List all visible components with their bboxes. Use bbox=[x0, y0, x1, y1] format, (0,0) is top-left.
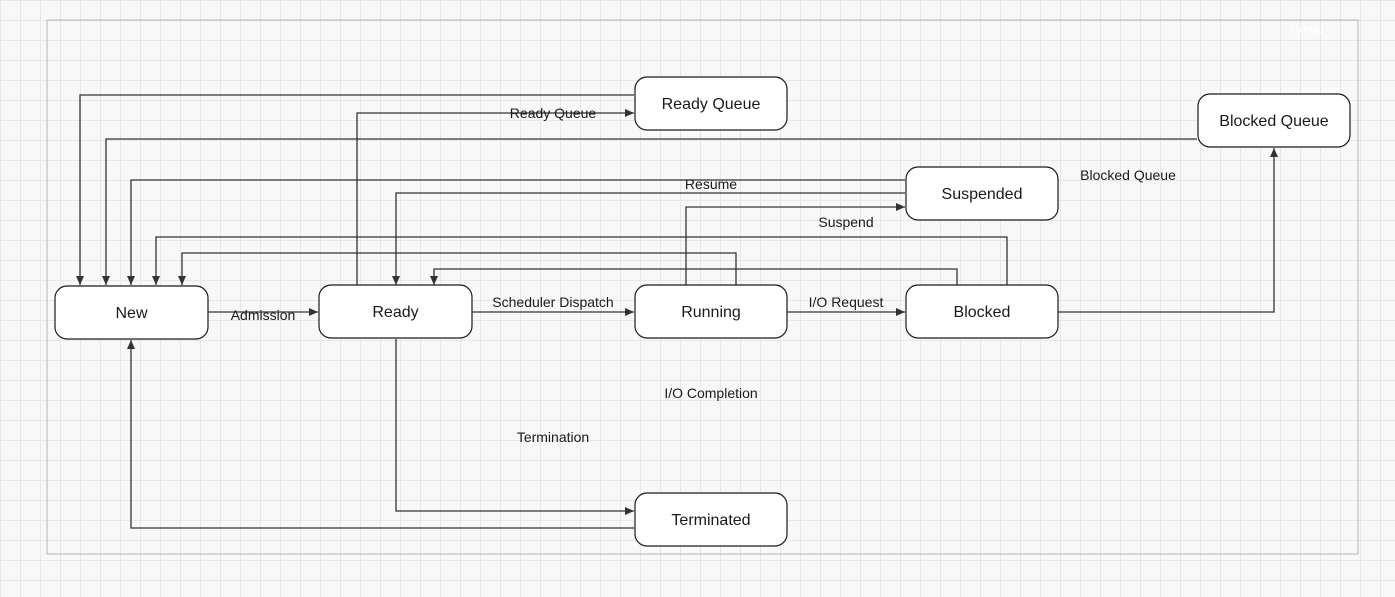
node-ready-box[interactable] bbox=[318, 284, 473, 339]
node-blocked-queue[interactable]: Blocked Queue bbox=[1197, 93, 1351, 148]
label-admission: Admission bbox=[231, 307, 296, 323]
node-terminated-label: Terminated bbox=[671, 512, 750, 529]
edge-suspended-to-new[interactable] bbox=[127, 179, 905, 285]
edge-terminated-to-new[interactable] bbox=[127, 340, 634, 529]
label-io-completion: I/O Completion bbox=[664, 385, 757, 401]
edge-running-to-suspended[interactable] bbox=[685, 203, 905, 285]
node-blocked-queue-box[interactable] bbox=[1197, 93, 1351, 148]
node-new-box[interactable] bbox=[54, 285, 209, 340]
node-new[interactable]: New bbox=[54, 285, 209, 340]
node-blocked-box[interactable] bbox=[905, 284, 1059, 339]
node-blocked-queue-label: Blocked Queue bbox=[1219, 113, 1329, 130]
node-blocked-label: Blocked bbox=[954, 304, 1011, 321]
edge-blocked-to-new-upper[interactable] bbox=[152, 236, 1008, 285]
edge-ready-to-terminated[interactable] bbox=[395, 339, 634, 515]
node-suspended-box[interactable] bbox=[905, 166, 1059, 221]
group-frame bbox=[46, 19, 1359, 555]
edge-ready-queue-to-new[interactable] bbox=[76, 94, 634, 285]
node-ready-queue-box[interactable] bbox=[634, 76, 788, 131]
edge-blocked-to-blocked-queue[interactable] bbox=[1058, 148, 1278, 313]
edge-ready-to-ready-queue[interactable] bbox=[356, 109, 634, 285]
edge-blocked-to-ready[interactable] bbox=[430, 268, 958, 285]
node-suspended[interactable]: Suspended bbox=[905, 166, 1059, 221]
node-running-label: Running bbox=[681, 304, 741, 321]
label-termination: Termination bbox=[517, 429, 589, 445]
node-terminated[interactable]: Terminated bbox=[634, 492, 788, 547]
label-scheduler-dispatch: Scheduler Dispatch bbox=[492, 294, 613, 310]
edge-labels: Admission Scheduler Dispatch I/O Request… bbox=[231, 105, 1176, 445]
label-blocked-queue: Blocked Queue bbox=[1080, 167, 1176, 183]
node-ready-label: Ready bbox=[372, 304, 418, 321]
node-running-box[interactable] bbox=[634, 284, 788, 339]
label-resume: Resume bbox=[685, 176, 737, 192]
node-suspended-label: Suspended bbox=[942, 186, 1023, 203]
label-suspend: Suspend bbox=[818, 214, 873, 230]
node-terminated-box[interactable] bbox=[634, 492, 788, 547]
node-new-label: New bbox=[115, 305, 147, 322]
node-running[interactable]: Running bbox=[634, 284, 788, 339]
label-io-request: I/O Request bbox=[809, 294, 884, 310]
node-ready-queue-label: Ready Queue bbox=[662, 96, 761, 113]
edge-suspended-to-ready[interactable] bbox=[392, 192, 905, 285]
group-label: Group bbox=[1290, 22, 1324, 36]
node-ready-queue[interactable]: Ready Queue bbox=[634, 76, 788, 131]
label-ready-queue: Ready Queue bbox=[510, 105, 597, 121]
edge-blocked-queue-to-new[interactable] bbox=[102, 138, 1197, 285]
edges bbox=[76, 94, 1278, 529]
node-ready[interactable]: Ready bbox=[318, 284, 473, 339]
node-blocked[interactable]: Blocked bbox=[905, 284, 1059, 339]
